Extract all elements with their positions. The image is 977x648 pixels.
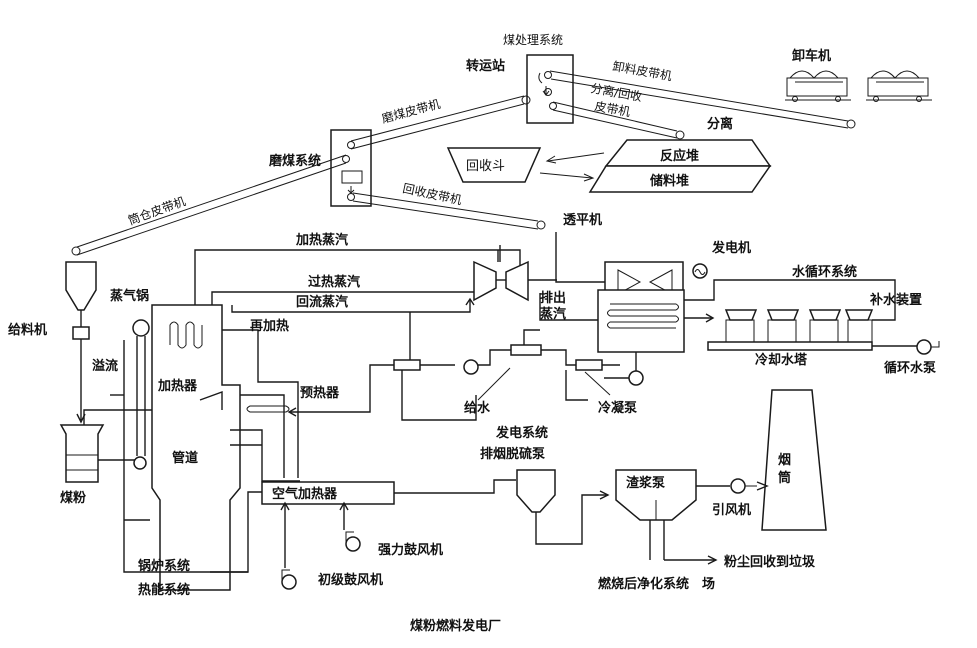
exhaust-steam-label-1: 排出 bbox=[540, 290, 566, 306]
storage-pile bbox=[588, 165, 772, 193]
reaction-pile-label: 反应堆 bbox=[660, 148, 699, 164]
circ-pump-label: 循环水泵 bbox=[884, 360, 936, 376]
heater-coils bbox=[169, 321, 203, 349]
mill-system-label: 磨煤系统 bbox=[269, 153, 321, 169]
desulf-unit bbox=[516, 469, 556, 513]
post-clean-label-2: 场 bbox=[702, 577, 715, 592]
diagram-title: 煤粉燃料发电厂 bbox=[410, 618, 501, 634]
unloader-icon bbox=[785, 70, 932, 102]
overflow-label: 溢流 bbox=[92, 358, 118, 374]
chimney-label-1: 烟 bbox=[778, 453, 791, 468]
pile-arrows bbox=[539, 152, 605, 182]
exhaust-steam-label-2: 蒸汽 bbox=[540, 306, 566, 322]
return-steam-label: 回流蒸汽 bbox=[296, 294, 348, 310]
generator-label: 发电机 bbox=[711, 240, 751, 256]
silo-belt-label: 筒仓皮带机 bbox=[126, 193, 188, 228]
cooling-tower bbox=[707, 309, 874, 351]
boiler-body bbox=[151, 304, 241, 591]
mill-belt-label: 磨煤皮带机 bbox=[380, 97, 442, 126]
water-cycle-label: 水循环系统 bbox=[792, 264, 857, 280]
recovery-hopper-label: 回收斗 bbox=[466, 159, 505, 174]
pipe-label: 管道 bbox=[172, 450, 198, 466]
coal-powder-bin bbox=[59, 424, 105, 483]
steam-drum-label: 蒸气锅 bbox=[110, 288, 149, 304]
coal-handling-label: 煤处理系统 bbox=[503, 33, 563, 47]
air-heater-label: 空气加热器 bbox=[272, 486, 338, 502]
belt-label: 皮带机 bbox=[593, 99, 631, 119]
storage-pile-label: 储料堆 bbox=[649, 173, 689, 189]
unload-belt-label: 卸料皮带机 bbox=[611, 58, 673, 83]
post-cleaner-unit bbox=[615, 469, 697, 521]
turbine-icon bbox=[473, 260, 529, 302]
condensate-pump-label: 冷凝泵 bbox=[598, 400, 637, 416]
transfer-station-label: 转运站 bbox=[466, 58, 505, 74]
primary-fan-label: 初级鼓风机 bbox=[318, 572, 383, 588]
heater-label: 加热器 bbox=[157, 378, 198, 394]
heating-steam-label: 加热蒸汽 bbox=[295, 232, 348, 248]
condenser-coil bbox=[607, 303, 679, 329]
forced-fan-icon bbox=[345, 531, 361, 552]
forced-fan-label: 强力鼓风机 bbox=[378, 542, 443, 558]
superheated-steam-label: 过热蒸汽 bbox=[308, 274, 360, 290]
condenser-box bbox=[597, 289, 685, 353]
circ-pump-icon bbox=[916, 339, 940, 355]
cooling-tower-label: 冷却水塔 bbox=[755, 352, 808, 368]
separation-label: 分离 bbox=[707, 116, 733, 132]
feedwater-heaters bbox=[393, 344, 603, 371]
unloader-label: 卸车机 bbox=[792, 48, 831, 64]
chimney bbox=[761, 389, 827, 531]
slurry-pump-label: 渣浆泵 bbox=[626, 475, 665, 491]
feeder-label: 给料机 bbox=[8, 322, 47, 338]
power-gen-system-label: 发电系统 bbox=[495, 425, 548, 441]
turbine-label: 透平机 bbox=[563, 212, 602, 228]
thermal-system-label: 热能系统 bbox=[138, 582, 190, 598]
makeup-device-label: 补水装置 bbox=[869, 292, 922, 308]
feeder-hopper bbox=[65, 261, 97, 311]
chimney-label-2: 筒 bbox=[778, 470, 791, 486]
steam-drum bbox=[132, 319, 150, 337]
coal-powder-label: 煤粉 bbox=[60, 490, 86, 506]
post-clean-label-1: 燃烧后净化系统 bbox=[598, 576, 689, 592]
boiler-system-label: 锅炉系统 bbox=[138, 558, 190, 574]
induced-fan-label: 引风机 bbox=[712, 502, 751, 518]
recovery-hopper bbox=[446, 147, 542, 183]
preheater-label: 预热器 bbox=[300, 385, 340, 401]
recovery-belt-label: 回收皮带机 bbox=[401, 181, 463, 207]
induced-fan-icon bbox=[730, 478, 757, 494]
flue-desulf-pump-label: 排烟脱硫泵 bbox=[480, 446, 545, 462]
feedwater-label: 给水 bbox=[464, 400, 491, 416]
dust-recovery-label: 粉尘回收到垃圾 bbox=[724, 554, 816, 570]
primary-fan-icon bbox=[281, 569, 297, 590]
condensate-pump-icon bbox=[628, 370, 644, 386]
reheat-label: 再加热 bbox=[250, 318, 289, 334]
